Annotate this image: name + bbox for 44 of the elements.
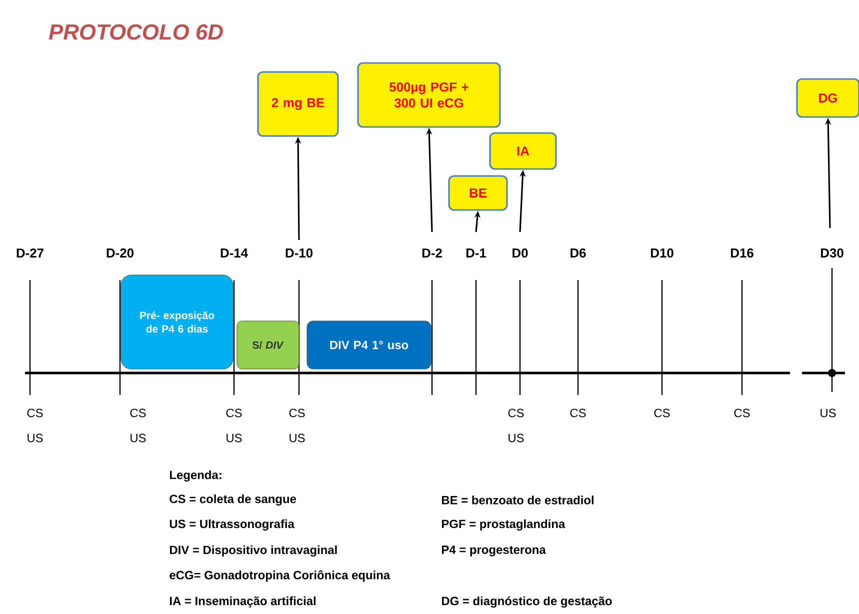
abbrev-label: US <box>130 434 146 442</box>
day-label: D16 <box>730 248 754 258</box>
legend-entry: P4 = progesterona <box>442 546 546 556</box>
abbrev-label: CS <box>570 408 586 418</box>
abbrev-label: CS <box>654 408 670 418</box>
dose-box: 500µg PGF + 300 UI eCG <box>357 62 501 128</box>
day-label: D-20 <box>106 248 134 258</box>
abbrev-label: US <box>508 434 524 442</box>
abbrev-label: CS <box>734 408 750 418</box>
title: PROTOCOLO 6D <box>48 24 223 40</box>
day-label: D-27 <box>16 248 44 258</box>
day-label: D6 <box>570 248 586 258</box>
legend-entry: PGF = prostaglandina <box>442 519 566 531</box>
abbrev-label: US <box>226 434 242 442</box>
legend-entry: IA = Inseminação artificial <box>170 596 316 608</box>
day-label: D-14 <box>220 248 248 258</box>
dose-box: IA <box>489 132 557 170</box>
abbrev-label: US <box>820 408 836 418</box>
dose-box: DG <box>796 78 859 118</box>
legend-entry: eCG= Gonadotropina Coriônica equina <box>170 570 390 582</box>
period-box: Pré- exposição de P4 6 dias <box>120 274 234 370</box>
day-label: D10 <box>650 248 674 258</box>
abbrev-label: CS <box>226 408 242 418</box>
legend-entry: CS = coleta de sangue <box>170 494 296 506</box>
legend-entry: DG = diagnóstico de gestação <box>442 596 612 608</box>
day-label: D-2 <box>422 248 442 258</box>
legend-entry: BE = benzoato de estradiol <box>442 496 594 504</box>
day-label: D30 <box>820 248 844 258</box>
period-box: S/ DIV <box>236 320 300 370</box>
abbrev-label: US <box>290 434 305 442</box>
day-label: D-1 <box>466 248 486 258</box>
period-box: DIV P4 1° uso <box>306 320 432 370</box>
dose-box: BE <box>448 175 508 211</box>
abbrev-label: CS <box>508 408 524 418</box>
legend-heading: Legenda: <box>170 470 222 482</box>
abbrev-label: CS <box>130 408 146 418</box>
day-label: D-10 <box>286 248 312 258</box>
dose-box: 2 mg BE <box>257 71 339 137</box>
legend-entry: DIV = Dispositivo intravaginal <box>170 545 337 557</box>
day-label: D0 <box>512 248 528 258</box>
legend-entry: US = Ultrassonografia <box>170 519 294 531</box>
abbrev-label: CS <box>27 408 43 418</box>
abbrev-label: CS <box>289 408 305 418</box>
abbrev-label: US <box>28 434 43 442</box>
